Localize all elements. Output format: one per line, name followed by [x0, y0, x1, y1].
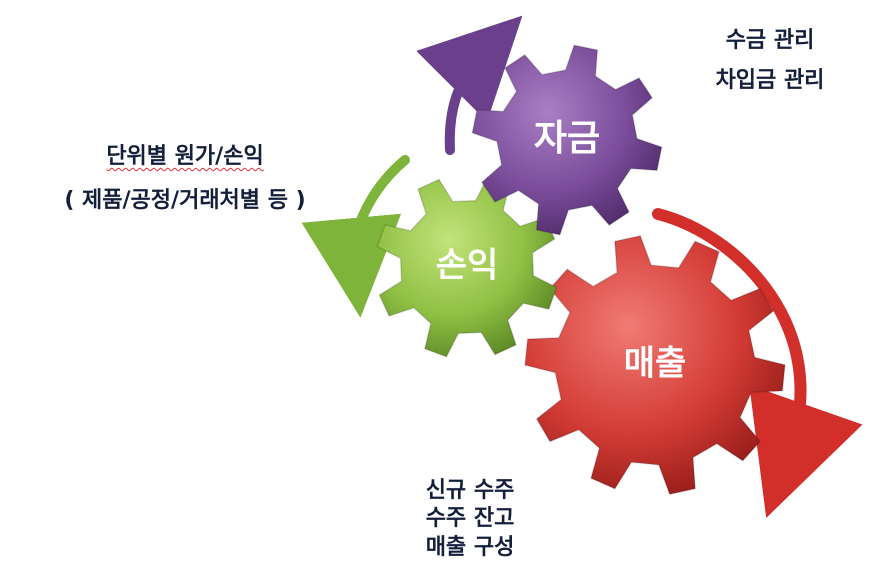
fund-gear-label: 자금	[534, 118, 600, 159]
profit-loss-gear-body	[376, 176, 558, 358]
sales-gear-body	[524, 234, 786, 496]
profit-loss-gear-label: 손익	[436, 246, 499, 286]
fund-gear-body	[471, 44, 663, 236]
profit-loss-caption: 단위별 원가/손익 ( 제품/공정/거래처별 등 )	[20, 144, 350, 233]
sales-caption-line: 수주 잔고	[425, 506, 515, 532]
green-cycle-arrow	[301, 155, 410, 318]
purple-cycle-arrow	[416, 15, 523, 155]
fund-caption: 수금 관리 차입금 관리	[690, 28, 850, 109]
profit-loss-gear: 손익	[376, 176, 558, 358]
fund-gear: 자금	[471, 44, 663, 236]
sales-caption: 신규 수주 수주 잔고 매출 구성	[370, 478, 570, 563]
sales-caption-line: 매출 구성	[425, 534, 515, 560]
profit-loss-caption-line: ( 제품/공정/거래처별 등 )	[64, 188, 306, 214]
sales-gear-label: 매출	[624, 344, 687, 384]
red-cycle-arrow	[652, 208, 863, 518]
sales-gear: 매출	[524, 234, 786, 496]
sales-caption-line: 신규 수주	[425, 478, 515, 503]
profit-loss-caption-line: 단위별 원가/손익	[106, 144, 264, 169]
fund-caption-line: 수금 관리	[725, 28, 815, 53]
fund-caption-line: 차입금 관리	[715, 68, 825, 94]
